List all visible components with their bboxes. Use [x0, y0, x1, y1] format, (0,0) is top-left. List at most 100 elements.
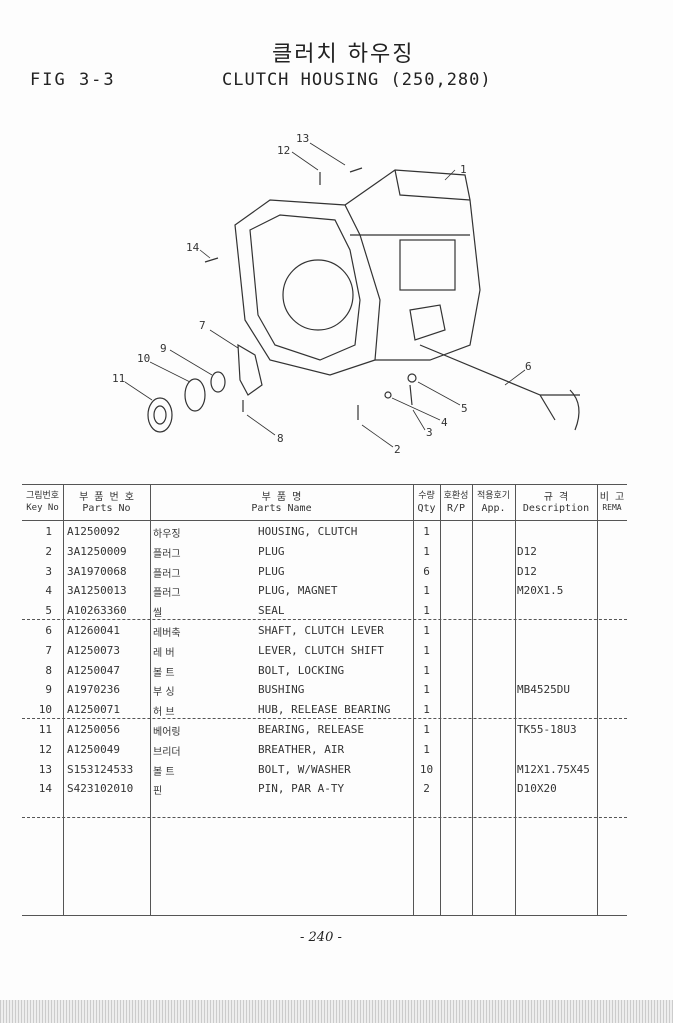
- header-qty-kr: 수량: [418, 491, 435, 501]
- callout-14: 14: [186, 241, 200, 254]
- cell-key: 14: [38, 782, 52, 796]
- cell-name-kr: 플러그: [153, 548, 181, 560]
- callout-8: 8: [277, 432, 284, 445]
- cell-name-kr: 씰: [153, 608, 163, 620]
- header-app: App.: [481, 503, 506, 514]
- cell-name-kr: 핀: [153, 786, 163, 798]
- callout-5: 5: [461, 402, 468, 415]
- cell-name: HUB, RELEASE BEARING: [258, 703, 391, 717]
- cell-name: BOLT, LOCKING: [258, 663, 345, 677]
- callout-1: 1: [460, 163, 467, 176]
- cell-key: 9: [45, 683, 52, 697]
- cell-qty: 1: [423, 643, 430, 657]
- cell-desc: D12: [517, 564, 537, 578]
- cell-key: 7: [45, 643, 52, 657]
- cell-name-kr: 레 버: [153, 647, 175, 659]
- cell-part-no: A1970236: [67, 683, 120, 697]
- cell-name-kr: 볼 트: [153, 766, 175, 778]
- cell-qty: 1: [423, 742, 430, 756]
- callout-11: 11: [112, 372, 126, 385]
- cell-desc: D10X20: [517, 782, 557, 796]
- header-rema: REMA: [602, 503, 622, 512]
- callout-7: 7: [199, 319, 206, 332]
- callout-9: 9: [160, 342, 167, 355]
- header-partno: Parts No: [82, 503, 131, 514]
- cell-part-no: A1250073: [67, 643, 120, 657]
- cell-name-kr: 허 브: [153, 707, 175, 719]
- cell-part-no: 3A1970068: [67, 564, 127, 578]
- cell-part-no: A1250092: [67, 525, 120, 538]
- cell-key: 8: [45, 663, 52, 677]
- cell-qty: 1: [423, 584, 430, 598]
- cell-name-kr: 브리더: [153, 746, 181, 758]
- exploded-parts-diagram: [124, 142, 580, 448]
- cell-name: BEARING, RELEASE: [258, 723, 364, 736]
- callout-3: 3: [426, 426, 433, 439]
- cell-part-no: A1250071: [67, 703, 120, 717]
- cell-qty: 10: [419, 762, 434, 776]
- header-desc: Description: [522, 503, 590, 514]
- cell-part-no: 3A1250013: [67, 584, 127, 598]
- cell-name-kr: 베어링: [153, 727, 181, 738]
- cell-qty: 1: [423, 624, 430, 637]
- cell-name-kr: 레버축: [153, 628, 181, 639]
- cell-part-no: A1250047: [67, 663, 120, 677]
- callout-4: 4: [441, 416, 448, 429]
- cell-qty: 1: [423, 544, 430, 558]
- callout-13: 13: [296, 132, 310, 145]
- cell-key: 1: [45, 525, 52, 538]
- header-rp: R/P: [446, 503, 466, 514]
- callout-10: 10: [137, 352, 151, 365]
- cell-desc: TK55-18U3: [517, 723, 577, 736]
- cell-name: SEAL: [258, 604, 285, 618]
- cell-name: LEVER, CLUTCH SHIFT: [258, 643, 384, 657]
- cell-qty: 1: [423, 683, 430, 697]
- cell-key: 3: [45, 564, 52, 578]
- page-number: - 240 -: [300, 930, 342, 945]
- korean-title: 클러치 하우징: [272, 42, 415, 67]
- cell-name: HOUSING, CLUTCH: [258, 525, 358, 538]
- callout-12: 12: [277, 144, 291, 157]
- cell-key: 2: [45, 544, 52, 558]
- cell-qty: 6: [423, 564, 430, 578]
- cell-key: 10: [38, 703, 52, 717]
- cell-part-no: A10263360: [67, 604, 127, 618]
- cell-name: BREATHER, AIR: [258, 742, 345, 756]
- cell-name: PIN, PAR A-TY: [258, 782, 345, 796]
- cell-name-kr: 플러그: [153, 588, 181, 600]
- cell-qty: 1: [423, 703, 430, 717]
- cell-qty: 1: [423, 525, 430, 538]
- cell-qty: 1: [423, 663, 430, 677]
- cell-qty: 1: [423, 723, 430, 736]
- callout-6: 6: [525, 360, 532, 373]
- header-key: Key No: [26, 503, 59, 513]
- cell-desc: M20X1.5: [517, 584, 564, 598]
- cell-name: BUSHING: [258, 683, 305, 697]
- cell-name-kr: 플러그: [153, 568, 181, 580]
- cell-key: 12: [38, 742, 52, 756]
- figure-number: FIG 3-3: [30, 70, 116, 90]
- header-name: Parts Name: [251, 503, 312, 514]
- cell-key: 6: [45, 624, 52, 637]
- callout-2: 2: [394, 443, 401, 456]
- cell-key: 5: [45, 604, 52, 618]
- header-rp-kr: 호환성: [443, 491, 469, 501]
- cell-name: PLUG: [258, 544, 285, 558]
- cell-part-no: A1260041: [67, 624, 120, 637]
- cell-name: BOLT, W/WASHER: [258, 762, 351, 776]
- scan-edge: [0, 1000, 673, 1023]
- clutch-housing-drawing: [147, 167, 580, 433]
- cell-key: 11: [38, 723, 52, 736]
- cell-key: 4: [45, 584, 52, 598]
- cell-desc: D12: [517, 544, 537, 558]
- header-partno-kr: 부 품 번 호: [79, 492, 134, 503]
- header-qty: Qty: [417, 503, 436, 514]
- header-rema-kr: 비 고: [599, 492, 625, 503]
- cell-part-no: S153124533: [67, 762, 134, 776]
- cell-key: 13: [38, 762, 52, 776]
- cell-part-no: S423102010: [67, 782, 134, 796]
- cell-name: PLUG, MAGNET: [258, 584, 338, 598]
- header-name-kr: 부 품 명: [261, 492, 302, 503]
- header-key-kr: 그림번호: [25, 491, 60, 501]
